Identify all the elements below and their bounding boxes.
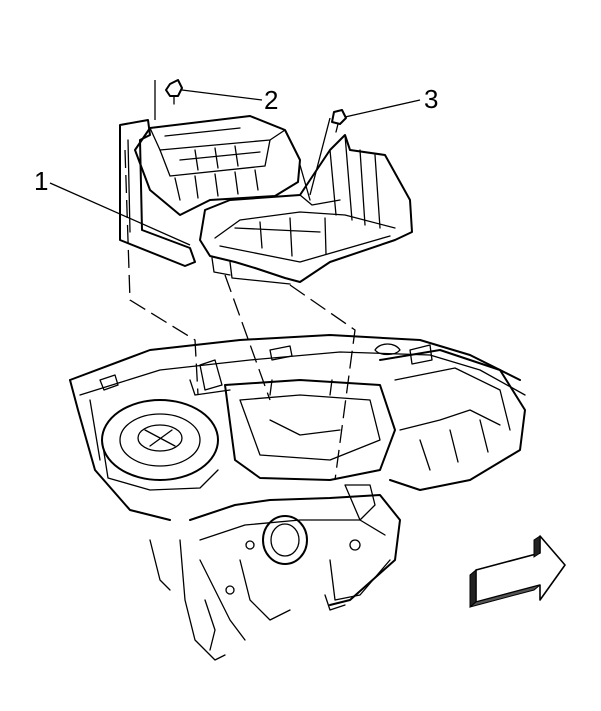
callout-number-2: 2 bbox=[264, 85, 279, 115]
callout-number-3: 3 bbox=[424, 84, 439, 114]
vehicle-body-structure bbox=[69, 334, 526, 661]
front-direction-arrow-icon bbox=[469, 535, 566, 609]
leader-lines bbox=[49, 80, 421, 246]
battery-tray-assembly bbox=[119, 115, 413, 285]
bolt-icon bbox=[331, 109, 347, 133]
alignment-dashed-lines bbox=[124, 149, 356, 481]
bolt-icon bbox=[165, 79, 183, 105]
callout-number-1: 1 bbox=[34, 166, 49, 196]
